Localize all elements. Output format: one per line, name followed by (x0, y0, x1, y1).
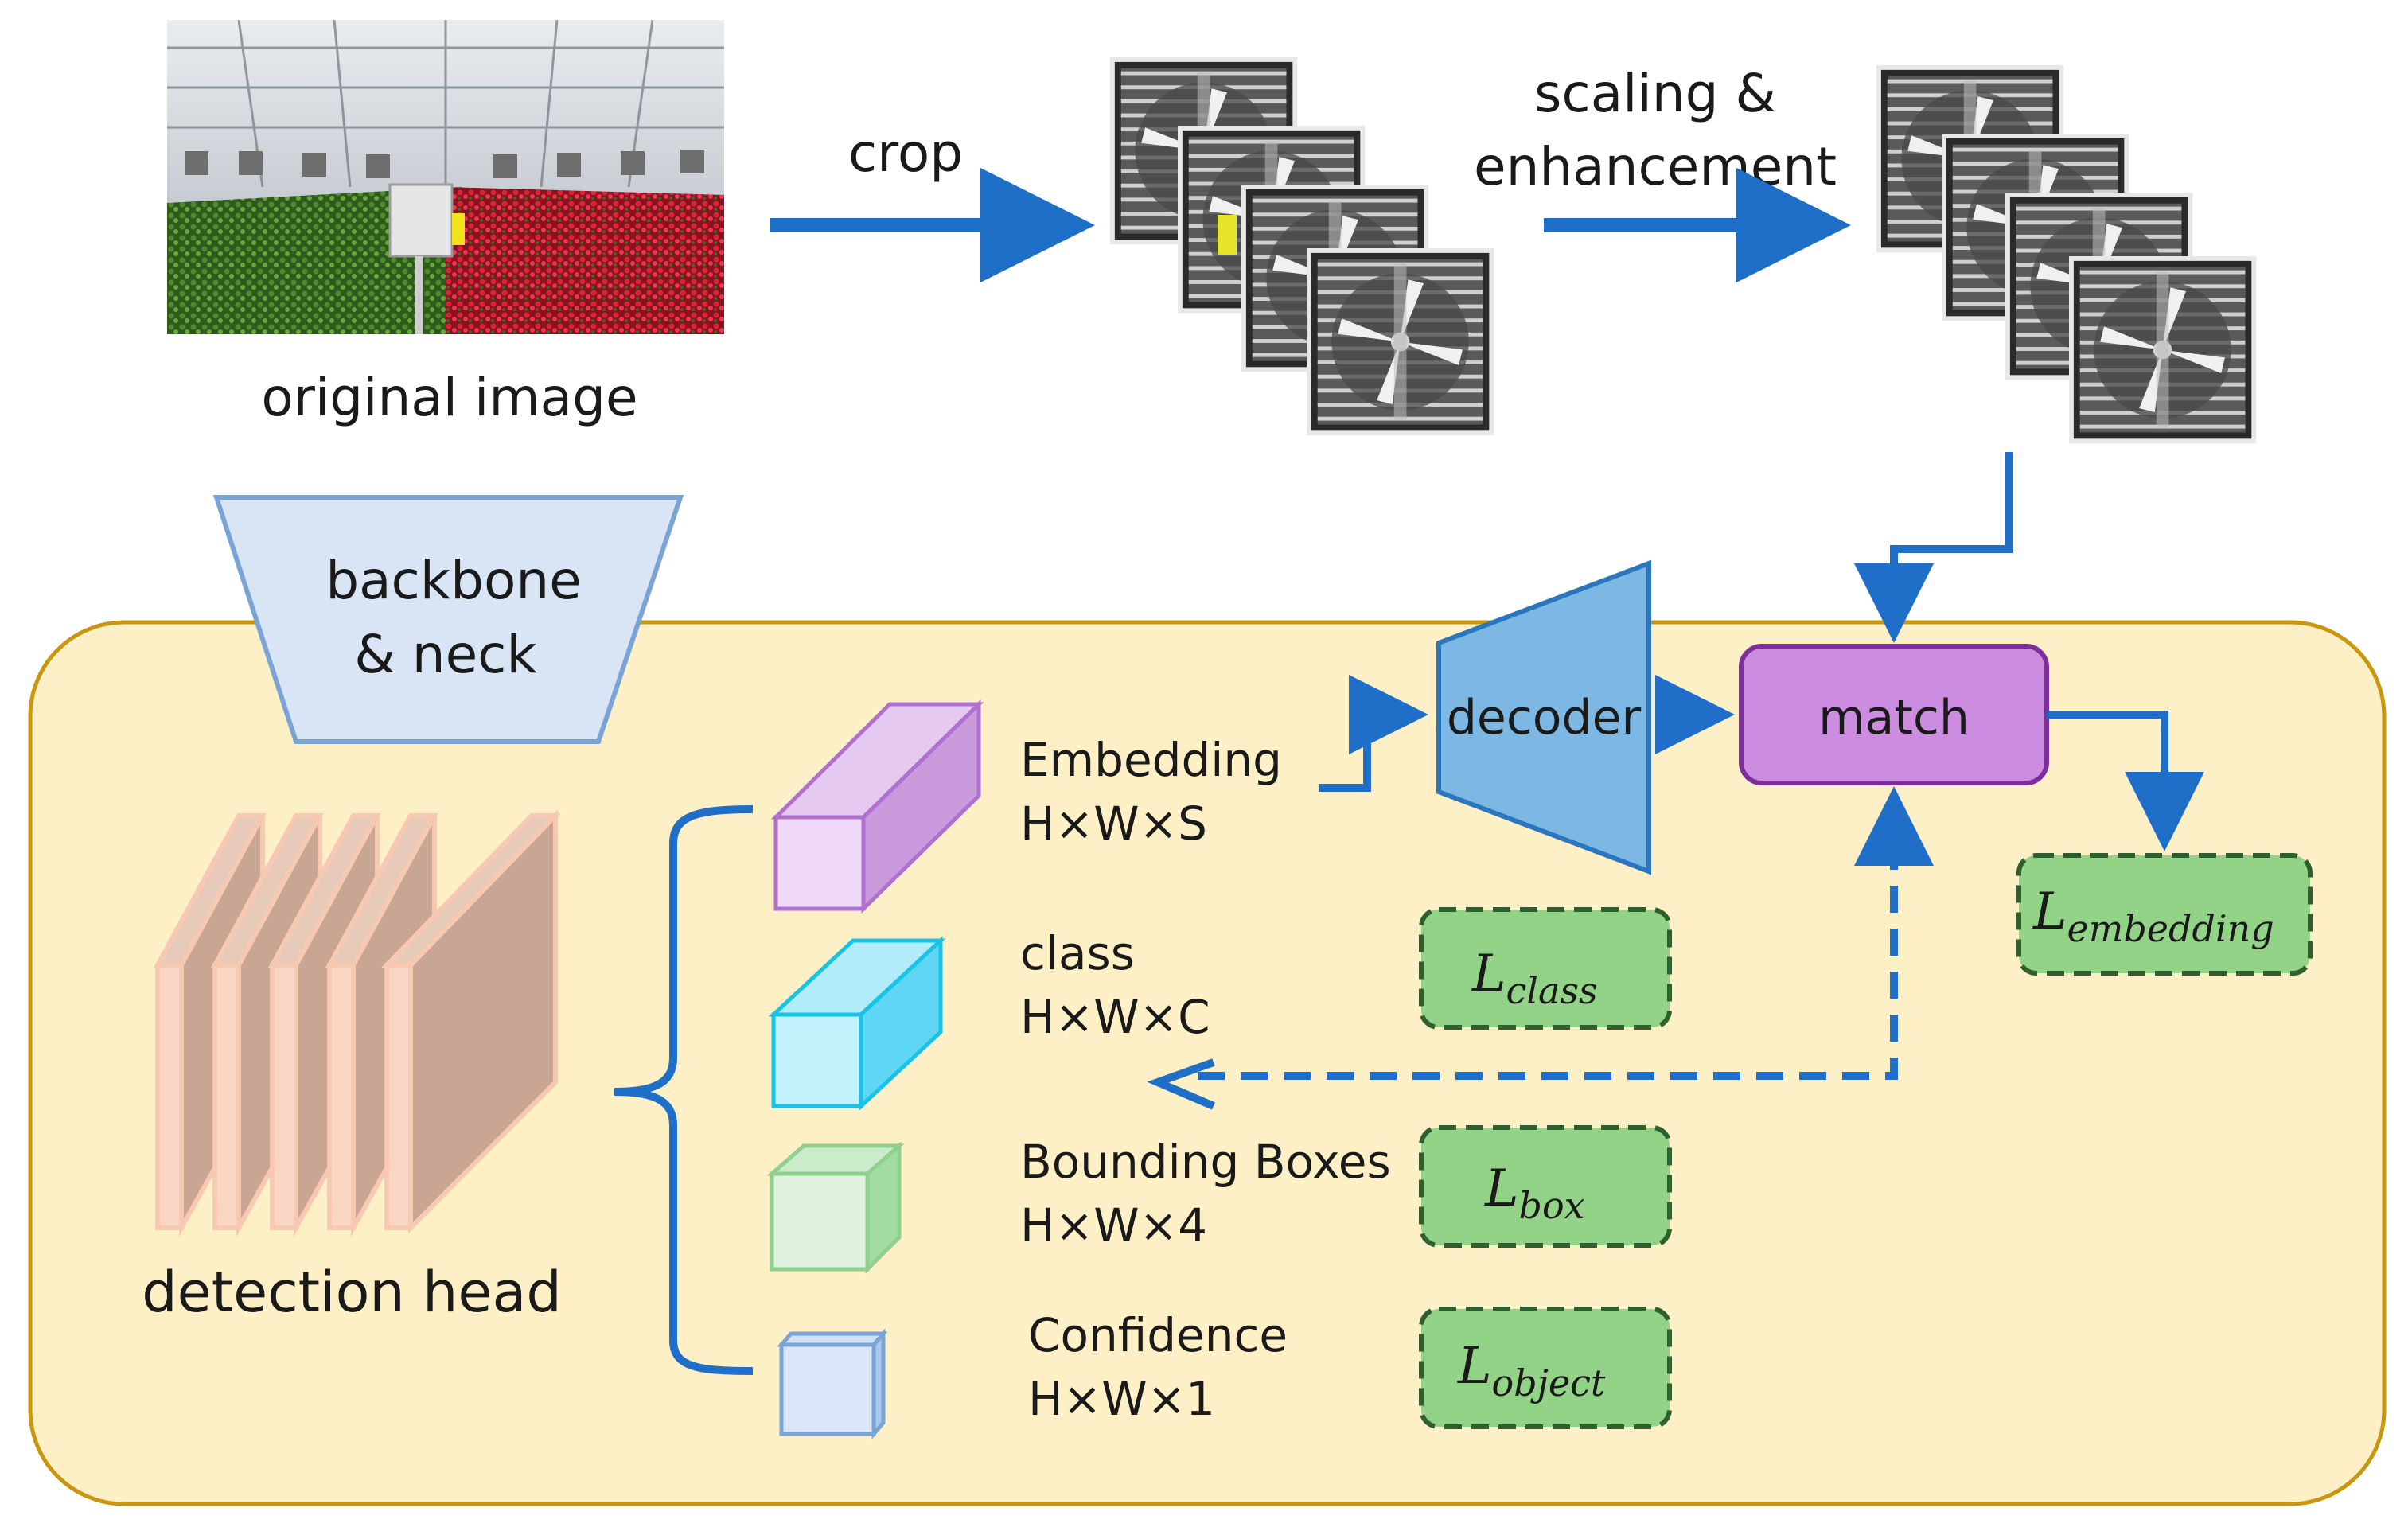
loss-class-sub: class (1506, 969, 1598, 1012)
confidence-shape: H×W×1 (1028, 1372, 1215, 1426)
bounding-boxes-shape: H×W×4 (1020, 1198, 1207, 1252)
loss-embedding-box: Lembedding (2016, 853, 2313, 976)
embedding-to-decoder-arrow (1319, 675, 1428, 792)
loss-box-sub: box (1519, 1184, 1585, 1227)
detection-head-label: detection head (142, 1260, 562, 1325)
svg-text:Lbox: Lbox (1484, 1159, 1585, 1227)
embedding-name: Embedding (1020, 733, 1282, 787)
output-brace (614, 805, 754, 1375)
match-label: match (1818, 690, 1970, 746)
decoder-block (1436, 559, 1651, 875)
svg-text:Lobject: Lobject (1457, 1337, 1606, 1404)
crop-label: crop (848, 123, 963, 184)
enhanced-fan-stack (1876, 65, 2256, 443)
cropped-fan-stack (1110, 57, 1494, 435)
svg-text:Lclass: Lclass (1471, 945, 1598, 1012)
loss-object-base: L (1457, 1337, 1492, 1396)
bounding-boxes-name: Bounding Boxes (1020, 1135, 1391, 1189)
class-dashed-arrowhead (1147, 1058, 1215, 1110)
confidence-cube (777, 1328, 888, 1439)
svg-text:Lembedding: Lembedding (2032, 882, 2274, 950)
scaling-label-line2: enhancement (1474, 136, 1837, 197)
loss-box-box: Lbox (1419, 1125, 1672, 1248)
class-cube (768, 936, 946, 1111)
crops-to-match-arrow (1854, 452, 2013, 643)
original-image-photo (167, 19, 724, 334)
original-image-label: original image (261, 367, 637, 428)
loss-class-base: L (1471, 945, 1506, 1003)
scaling-label-line1: scaling & (1534, 63, 1776, 124)
class-name: class (1020, 926, 1135, 980)
confidence-name: Confidence (1028, 1308, 1288, 1362)
loss-class-box: Lclass (1419, 907, 1672, 1030)
loss-embedding-base: L (2032, 882, 2067, 941)
decoder-label: decoder (1447, 690, 1642, 746)
loss-object-box: Lobject (1419, 1307, 1672, 1429)
backbone-label-line2: & neck (354, 624, 537, 685)
backbone-neck-block (212, 495, 684, 744)
embedding-shape: H×W×S (1020, 797, 1207, 851)
loss-object-sub: object (1492, 1362, 1606, 1404)
match-to-loss-embedding-arrow (2047, 711, 2204, 851)
loss-embedding-sub: embedding (2067, 907, 2274, 950)
embedding-cube (770, 699, 984, 914)
detection-head-layers (153, 809, 562, 1237)
class-shape: H×W×C (1020, 990, 1210, 1044)
match-to-class-dashed-arrow (1186, 800, 1898, 1080)
loss-box-base: L (1484, 1159, 1519, 1218)
backbone-label-line1: backbone (325, 550, 582, 611)
bounding-box-cube (766, 1141, 905, 1275)
